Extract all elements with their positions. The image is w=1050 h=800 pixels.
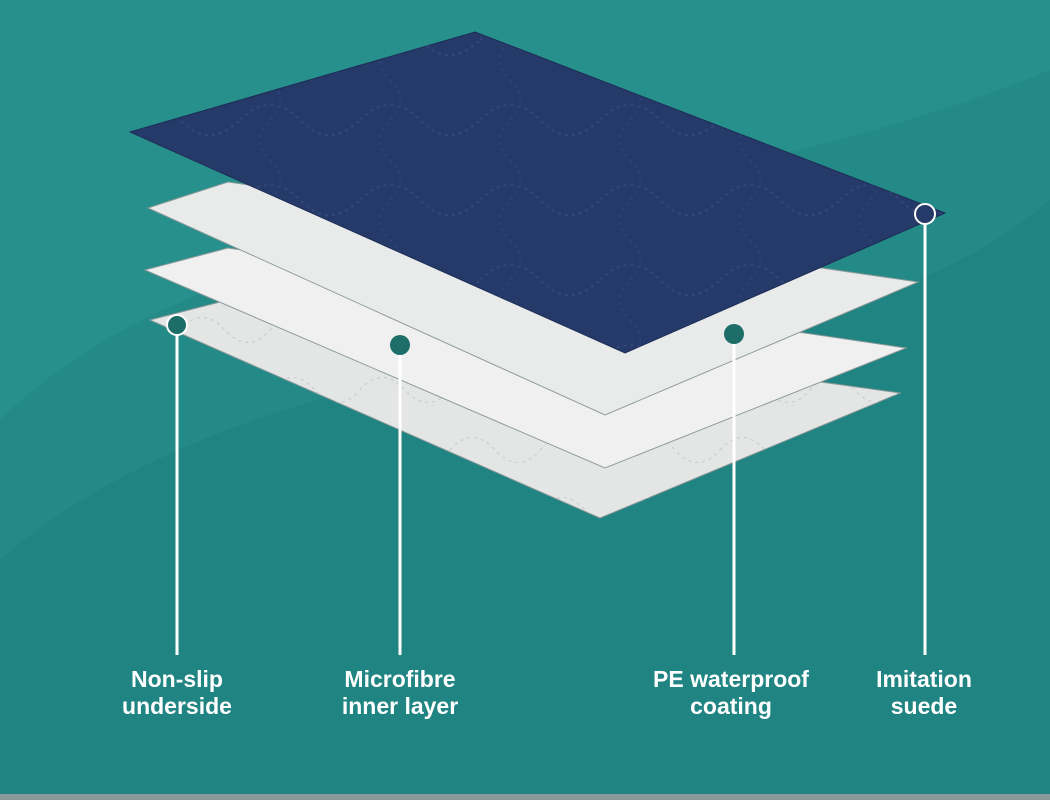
layer-imitation-suede-quilt	[130, 32, 945, 353]
label-pe-waterproof-coating-line1: PE waterproof	[653, 666, 809, 692]
label-non-slip-underside-line1: Non-slip	[130, 666, 223, 692]
label-microfibre-inner-layer: Microfibre inner layer	[342, 666, 458, 720]
label-microfibre-inner-layer-line2: inner layer	[341, 693, 459, 719]
label-non-slip-underside-line2: underside	[122, 693, 232, 719]
marker-non-slip-underside	[166, 314, 188, 336]
label-pe-waterproof-coating: PE waterproof coating	[653, 666, 809, 720]
label-imitation-suede: Imitation suede	[876, 666, 972, 720]
marker-microfibre-inner-layer	[390, 335, 410, 355]
label-imitation-suede-line2: suede	[890, 693, 958, 719]
label-pe-waterproof-coating-line2: coating	[690, 693, 772, 719]
label-imitation-suede-line1: Imitation	[876, 666, 972, 692]
bottom-strip	[0, 794, 1050, 800]
marker-imitation-suede	[914, 203, 936, 225]
label-microfibre-inner-layer-line1: Microfibre	[344, 666, 456, 692]
marker-pe-waterproof-coating	[724, 324, 744, 344]
label-non-slip-underside: Non-slip underside	[122, 666, 232, 720]
